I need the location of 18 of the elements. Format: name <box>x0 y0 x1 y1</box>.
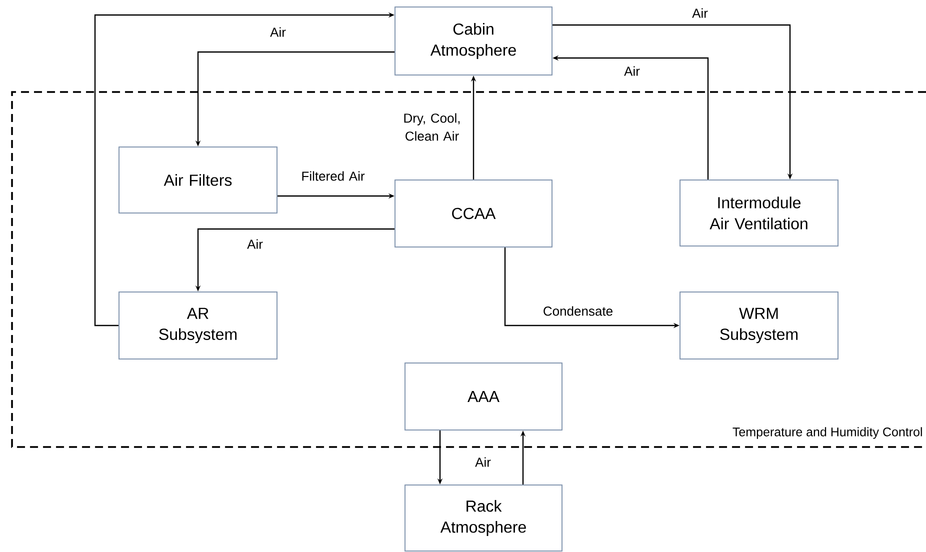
edge-label: Condensate <box>544 306 612 316</box>
process-box: Cabin Atmosphere <box>394 6 552 76</box>
process-box: AR Subsystem <box>118 292 278 360</box>
process-box: CCAA <box>394 180 552 248</box>
process-box: WRM Subsystem <box>680 292 838 360</box>
dashed-boundary <box>11 91 926 448</box>
edge-label: Filtered Air <box>302 171 365 181</box>
edge-label: Air <box>247 239 263 249</box>
edge-label: Air <box>692 8 708 18</box>
boundary-label: Temperature and Humidity Control <box>732 427 922 439</box>
process-box: Intermodule Air Ventilation <box>680 180 838 246</box>
process-box: Rack Atmosphere <box>404 484 562 552</box>
edge-label: Dry, Cool, Clean Air <box>404 113 460 141</box>
process-box: Air Filters <box>118 146 278 214</box>
edge-label: Air <box>270 27 286 37</box>
edge-label: Air <box>475 457 491 467</box>
edge-label: Air <box>624 66 640 76</box>
process-box: AAA <box>404 362 562 430</box>
